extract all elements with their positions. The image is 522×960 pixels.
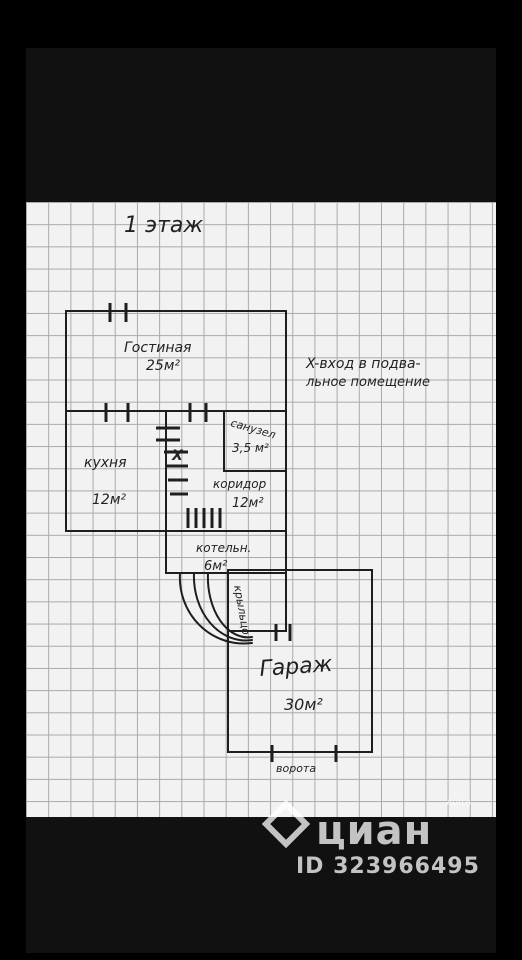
boiler-room-area: 6м² (204, 559, 227, 574)
garage-area: 30м² (284, 695, 323, 714)
floor-title: 1 этаж (124, 213, 203, 238)
living-room-area: 25м² (146, 358, 180, 374)
note-line-2: льное помещение (305, 375, 430, 390)
corridor-area: 12м² (232, 496, 264, 511)
kitchen-area: 12м² (92, 492, 126, 508)
boiler-room-name: котельн. (196, 541, 251, 555)
bathroom-area: 3,5 м² (232, 441, 269, 455)
bathroom-name: санузел (229, 416, 277, 441)
cian-listing-id: ID 323966495 (296, 854, 480, 879)
corridor-name: коридор (213, 477, 267, 491)
note-line-1: X-вход в подва- (305, 356, 421, 372)
graph-paper (26, 202, 496, 817)
garage-name: Гараж (259, 652, 334, 682)
porch-name: крыльцо (231, 584, 253, 636)
cian-watermark: циан (316, 808, 433, 854)
wall-kitchen (65, 410, 167, 532)
cian-logo-icon (262, 800, 310, 848)
wall-boiler-room (165, 530, 287, 574)
gate-name: ворота (276, 762, 316, 775)
avito-watermark: Avito (446, 798, 471, 809)
living-room-name: Гостиная (124, 340, 191, 356)
cellar-entrance-mark: X (171, 448, 184, 464)
kitchen-name: кухня (84, 455, 127, 471)
wall-garage (227, 569, 373, 753)
porch-step-arc-1 (206, 572, 253, 639)
